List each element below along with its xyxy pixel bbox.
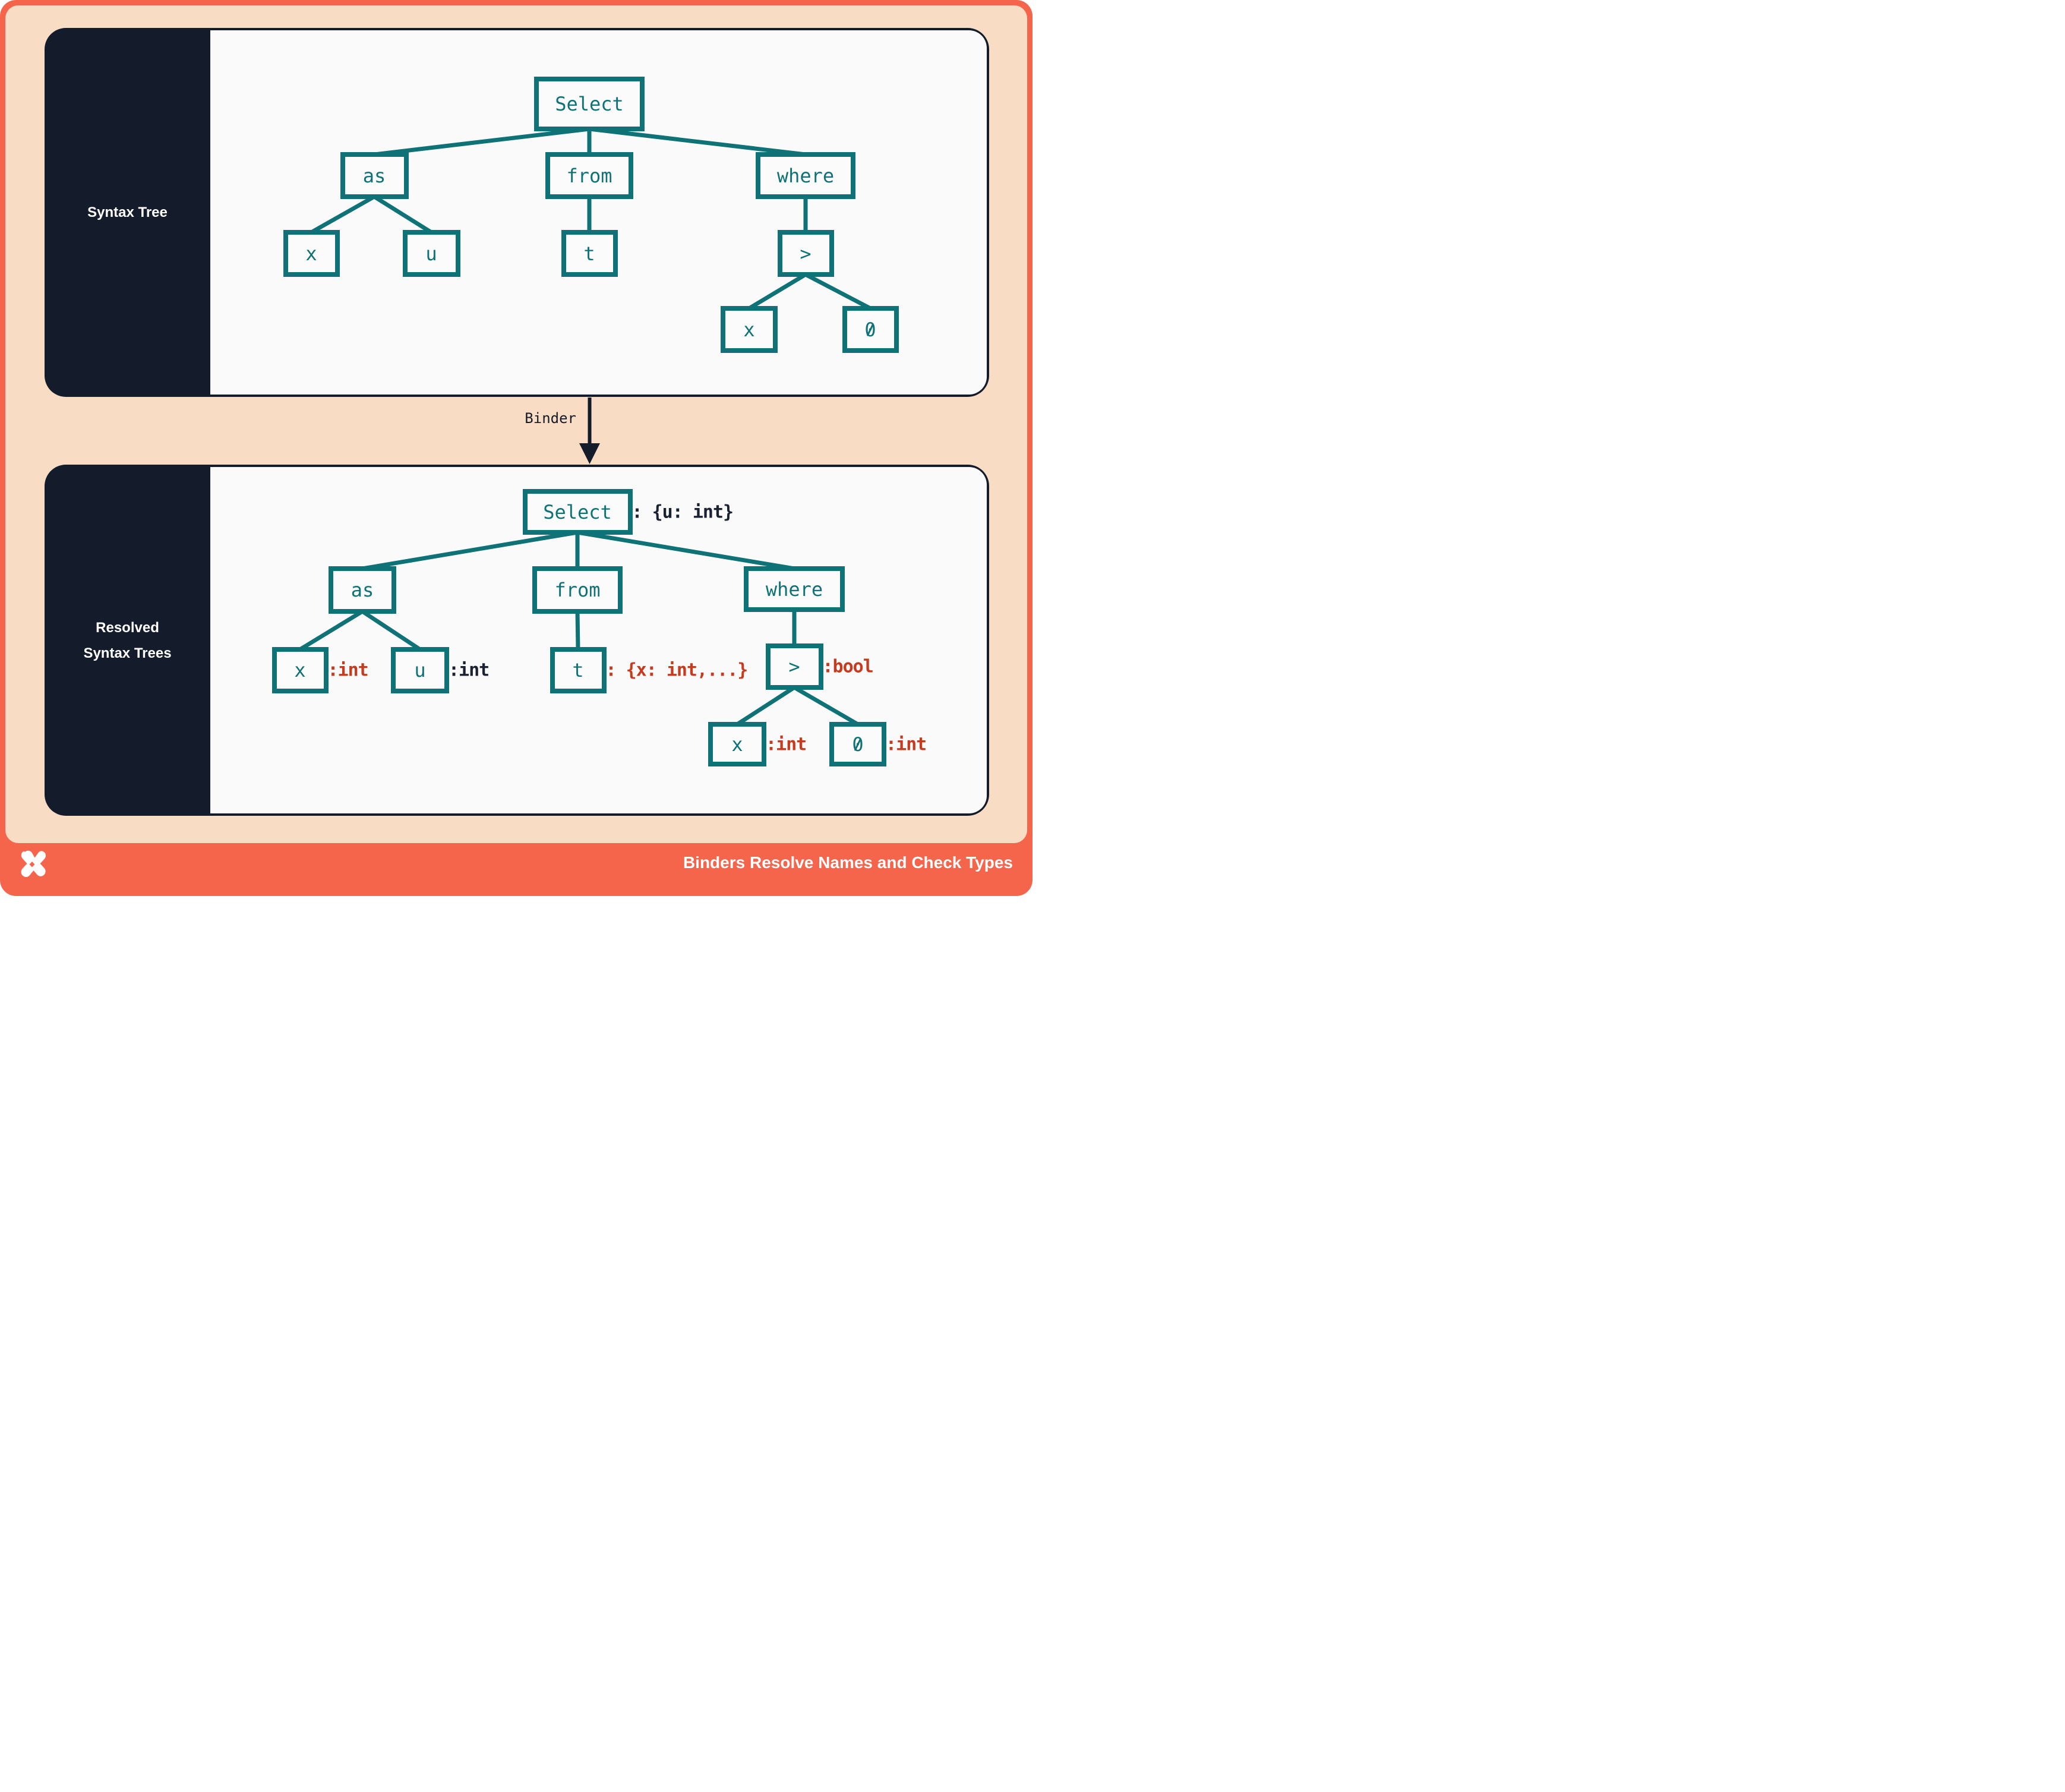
node-label: 0 (864, 318, 876, 341)
syntax-node-zero: 0 (842, 306, 899, 353)
type-annotation: : {x: int,...} (605, 660, 749, 681)
syntax-node-u: u (402, 230, 460, 277)
node-label: x (305, 242, 317, 265)
node-label: Select (555, 93, 624, 115)
node-label: x (743, 318, 755, 341)
resolved-node-t: t : {x: int,...} (550, 647, 748, 693)
node-label: Select (543, 500, 612, 523)
type-annotation: :int (449, 660, 490, 681)
resolved-node-as: as (329, 566, 396, 614)
syntax-tree-panel-label: Syntax Tree (45, 28, 210, 397)
type-annotation: :int (327, 660, 369, 681)
syntax-node-from: from (545, 152, 633, 199)
node-label: x (731, 733, 743, 756)
type-annotation: :int (766, 734, 807, 755)
syntax-tree-label-text: Syntax Tree (87, 204, 168, 220)
dolt-x-logo-icon (21, 850, 46, 878)
binder-label: Binder (525, 410, 576, 427)
syntax-node-x1: x (283, 230, 340, 277)
node-label: from (554, 579, 601, 601)
node-label: t (572, 659, 584, 682)
diagram-canvas: Syntax Tree Resolved Syntax Trees Select… (0, 0, 1032, 896)
resolved-node-gt: > :bool (765, 643, 874, 690)
type-annotation: : {u: int} (632, 501, 734, 522)
node-label: where (776, 164, 835, 187)
node-label: where (765, 578, 823, 601)
node-label: t (583, 242, 595, 265)
footer-title: Binders Resolve Names and Check Types (683, 853, 1013, 872)
type-annotation: :int (886, 734, 927, 755)
resolved-node-x2: x :int (708, 722, 807, 766)
resolved-node-select: Select : {u: int} (522, 489, 734, 535)
node-label: u (425, 242, 437, 265)
syntax-node-where: where (756, 152, 855, 199)
resolved-tree-panel-label: Resolved Syntax Trees (45, 465, 210, 816)
node-label: as (362, 164, 386, 187)
node-label: 0 (852, 733, 864, 756)
node-label: x (294, 659, 306, 682)
syntax-node-as: as (340, 152, 409, 199)
resolved-label-line1: Resolved (96, 619, 159, 636)
resolved-node-where: where (744, 566, 845, 612)
resolved-label-line2: Syntax Trees (83, 645, 172, 661)
node-label: > (800, 242, 812, 265)
resolved-node-from: from (532, 566, 623, 614)
type-annotation: :bool (822, 656, 874, 677)
syntax-node-select: Select (534, 77, 645, 131)
node-label: from (566, 164, 612, 187)
node-label: u (414, 659, 426, 682)
syntax-node-t: t (561, 230, 618, 277)
syntax-node-x2: x (721, 306, 778, 353)
resolved-node-x1: x :int (271, 647, 369, 693)
resolved-node-u: u :int (391, 647, 490, 693)
syntax-node-gt: > (777, 230, 834, 277)
resolved-node-zero: 0 :int (829, 722, 927, 766)
node-label: > (788, 655, 800, 678)
node-label: as (351, 579, 374, 601)
